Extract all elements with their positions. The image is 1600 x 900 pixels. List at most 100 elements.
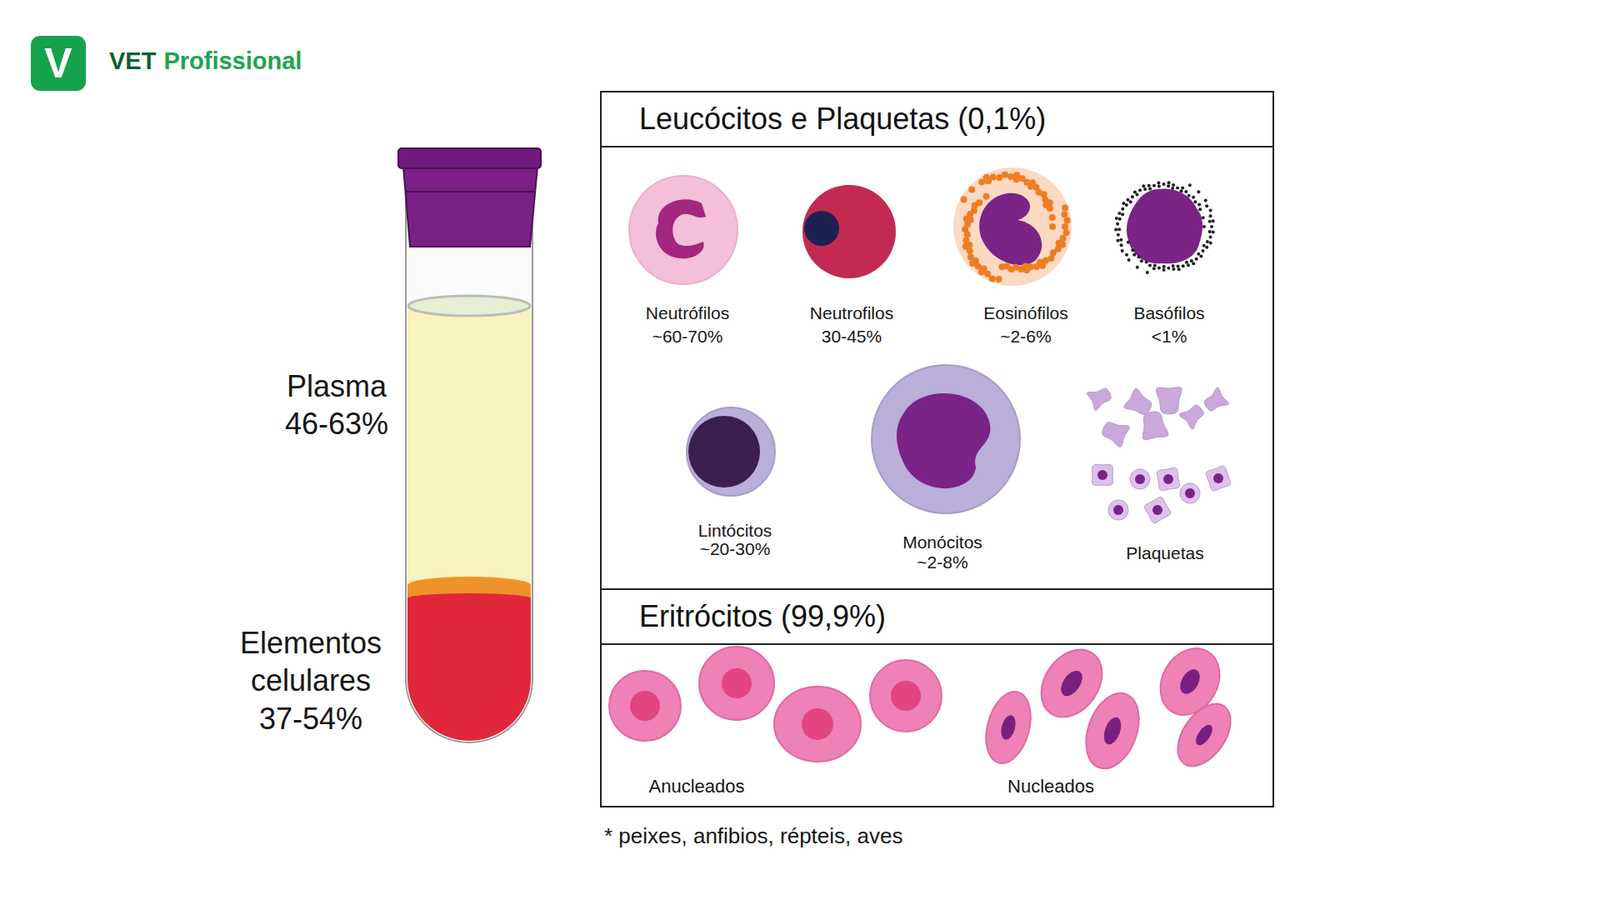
basophil-cell-part (1118, 217, 1122, 221)
cell-label: ~2-6% (1000, 325, 1051, 348)
basophil-cell-part (1152, 266, 1156, 270)
basophil-cell-part (1117, 227, 1121, 231)
section-panel: Eritrócitos (99,9%) (600, 588, 1275, 808)
platelets-part (1086, 388, 1111, 411)
eosinophil-cell-part (1012, 264, 1020, 271)
basophil-cell-part (1162, 268, 1166, 272)
monocyte-cell (871, 365, 1020, 514)
test-tube-part (407, 305, 531, 590)
basophil-cell-part (1120, 243, 1124, 247)
basophil-cell-part (1133, 190, 1137, 194)
eosinophil-cell-part (1003, 263, 1010, 270)
basophil-cell-part (1125, 253, 1129, 257)
basophil-cell-part (1186, 263, 1190, 267)
basophil-cell-part (1200, 249, 1205, 253)
monocyte-cell-part (896, 393, 990, 489)
basophil-cell-part (1209, 208, 1213, 212)
nucleate-erythrocytes-part (1166, 694, 1241, 775)
brand-name: VET (109, 45, 156, 76)
basophil-cell-part (1195, 257, 1199, 261)
basophil-cell-part (1120, 249, 1125, 253)
basophil-cell-part (1179, 189, 1183, 193)
basophil-cell-part (1162, 265, 1166, 269)
basophil-cell-part (1161, 182, 1165, 186)
eosinophil-cell-part (968, 185, 975, 193)
basophil-cell-part (1130, 248, 1135, 252)
platelets-part (1179, 405, 1204, 430)
cell-label: ~60-70% (652, 325, 724, 348)
basophil-cell-part (1135, 193, 1140, 197)
basophil-cell-part (1157, 185, 1161, 189)
basophil-cell-part (1187, 194, 1191, 198)
nucleate-erythrocytes-part-part (978, 686, 1038, 769)
anucleate-erythrocytes-part (630, 690, 660, 721)
basophil-cell-part (1184, 190, 1188, 194)
logo-badge: V (30, 35, 86, 91)
nucleate-erythrocytes-part-part (1175, 665, 1204, 698)
eosinophil-cell-part (1049, 223, 1056, 230)
basophil-cell-part (1137, 255, 1141, 259)
basophil-cell-part (1210, 225, 1214, 229)
basophil-cell-part (1148, 186, 1152, 190)
basophil-cell-part (1208, 230, 1212, 234)
basophil-cell-part (1145, 260, 1149, 264)
eosinophil-cell-part (972, 257, 980, 265)
basophil-cell-part (1205, 204, 1209, 208)
basophil-cell-part (1120, 207, 1125, 211)
lymphocyte-cell-part (686, 407, 775, 496)
basophil-cell-part (1205, 245, 1209, 250)
platelets-part (1156, 467, 1180, 490)
neutrophil-red-cell-part (802, 185, 896, 279)
basophil-cell-part (1193, 200, 1197, 204)
eosinophil-cell-part (980, 265, 988, 272)
platelets-part (1113, 505, 1124, 515)
basophil-cell-part (1127, 258, 1131, 262)
basophil-cell-part (1191, 195, 1195, 200)
test-tube-part (403, 166, 538, 247)
basophil-cell-part (1148, 264, 1152, 268)
anucleate-erythrocytes-part (870, 660, 942, 732)
neutrophil-cell-part (629, 175, 738, 285)
basophil-cell-part (1185, 260, 1189, 265)
cell-label: Lintócitos (698, 520, 773, 542)
basophil-cell-part (1196, 190, 1200, 194)
eosinophil-cell-part (985, 177, 992, 185)
eosinophil-cell-part (1063, 229, 1070, 236)
basophil-cell-part (1201, 215, 1205, 220)
neutrophil-cell (629, 175, 738, 285)
basophil-cell-part (1132, 253, 1136, 257)
platelets-part (1163, 474, 1174, 485)
nucleate-erythrocytes-part-part (998, 713, 1018, 741)
basophil-cell-part (1177, 267, 1181, 271)
basophil-cell-part (1143, 187, 1147, 191)
basophil-cell-part (1176, 265, 1180, 269)
basophil-cell-part (1129, 200, 1133, 204)
basophil-cell-part (1202, 225, 1206, 229)
platelets-part (1102, 422, 1130, 448)
basophil-cell-part (1116, 233, 1120, 237)
basophil-cell-part (1115, 222, 1120, 226)
basophil-cell-part (1181, 264, 1185, 268)
eosinophil-cell-part (966, 247, 974, 255)
anucleate-erythrocytes-part (801, 708, 834, 740)
basophil-cell-part (1126, 240, 1130, 245)
basophil-cell-part (1115, 239, 1120, 243)
cell-label: <1% (1151, 325, 1188, 348)
basophil-cell-part (1125, 198, 1130, 202)
neutrophil-red-cell (802, 185, 896, 279)
basophil-cell-part (1209, 240, 1213, 245)
basophil-cell-part (1153, 263, 1157, 267)
eosinophil-cell-part (967, 215, 975, 223)
layer-percent: 46-63% (285, 405, 389, 443)
test-tube-part (407, 576, 531, 594)
basophil-cell-part (1140, 259, 1144, 263)
cell-label: Anucleados (649, 775, 745, 799)
basophil-cell-part (1208, 220, 1212, 224)
platelets-part (1092, 465, 1114, 486)
nucleate-erythrocytes (978, 637, 1241, 776)
eosinophil-cell-part (1064, 216, 1071, 224)
eosinophil-cell-part (970, 207, 978, 215)
platelets-part (1185, 488, 1195, 499)
neutrophil-red-cell-part (804, 210, 840, 246)
basophil-cell-part (1114, 227, 1118, 231)
